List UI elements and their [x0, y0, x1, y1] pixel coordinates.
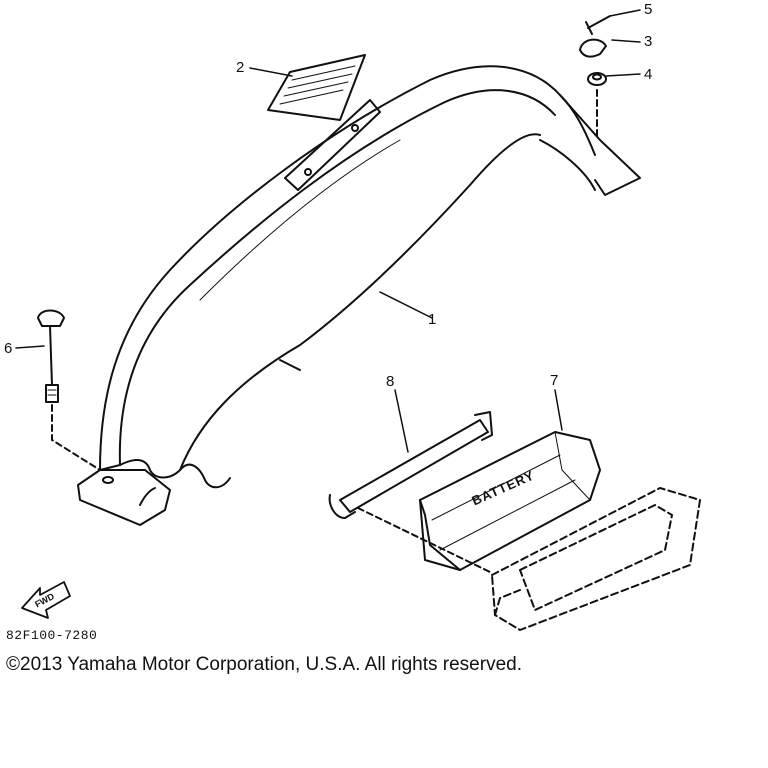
battery-marking-text: BATTERY [470, 467, 537, 508]
callout-5: 5 [644, 1, 653, 18]
rear-fender [77, 65, 641, 526]
callout-3: 3 [644, 33, 653, 50]
exploded-parts-diagram: BATTERY FWD [15, 9, 701, 631]
forward-direction-arrow: FWD [21, 581, 71, 619]
callout-leaders [15, 9, 641, 453]
copyright-notice: ©2013 Yamaha Motor Corporation, U.S.A. A… [6, 654, 522, 675]
callout-1: 1 [428, 311, 437, 328]
diagram-part-code: 82F100-7280 [6, 628, 98, 643]
bolt-stud [37, 309, 101, 471]
fender-label [267, 54, 366, 121]
callout-7: 7 [550, 372, 559, 389]
hardware-stack [579, 15, 611, 141]
callout-2: 2 [236, 59, 245, 76]
battery: BATTERY [419, 431, 601, 571]
callout-4: 4 [644, 66, 653, 83]
battery-strap [328, 411, 493, 573]
battery-tray [491, 487, 701, 631]
callout-6: 6 [4, 340, 13, 357]
callout-8: 8 [386, 373, 395, 390]
